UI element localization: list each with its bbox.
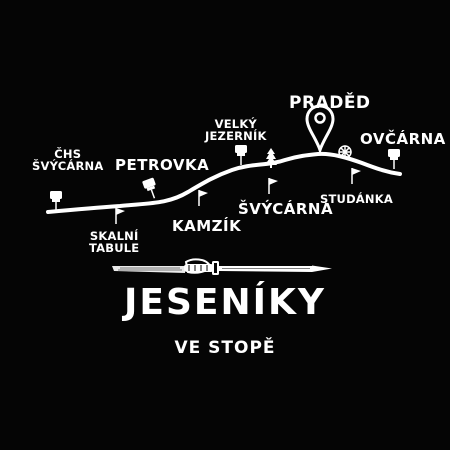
pine-tree-icon [265,148,277,168]
label-line: ČHS [54,147,82,161]
pennant-flag-icon [115,208,125,224]
pin-icon [235,145,247,165]
label-svycarna: ŠVÝCÁRNA [238,201,333,217]
pin-icon [50,191,62,211]
label-line: KAMZÍK [172,217,242,235]
pennant-flag-icon [351,168,361,184]
label-petrovka: PETROVKA [115,157,209,173]
ridge-trail-line [46,151,402,214]
pin-icon [388,149,400,169]
label-line: PETROVKA [115,156,210,174]
pennant-flag-icon [198,190,208,206]
map-pin-icon [305,104,335,155]
label-chs-svycarna: ČHS ŠVÝCÁRNA [32,148,103,172]
label-line: SKALNÍ [89,229,139,243]
label-kamzik: KAMZÍK [172,218,241,234]
trekking-pole-icon [112,258,332,275]
label-velky-jezernik: VELKÝ JEZERNÍK [205,118,267,142]
poster-title: JESENÍKY [124,282,326,323]
label-line: VELKÝ [214,117,257,131]
label-line: PRADĚD [289,93,371,113]
pin-icon [142,177,156,199]
pennant-flag-icon [268,178,278,194]
label-praded: PRADĚD [289,94,371,112]
label-line: OVČÁRNA [360,130,446,148]
label-line: JEZERNÍK [205,129,267,143]
label-skalni-tabule: SKALNÍ TABULE [89,230,139,254]
poster-subtitle: VE STOPĚ [174,338,276,358]
label-studanka: STUDÁNKA [320,193,393,205]
label-line: TABULE [89,241,140,255]
label-line: STUDÁNKA [320,192,393,206]
label-ovcarna: OVČÁRNA [360,131,446,147]
label-line: ŠVÝCÁRNA [32,159,104,173]
snowflake-icon [338,145,352,159]
label-line: ŠVÝCÁRNA [238,200,334,218]
